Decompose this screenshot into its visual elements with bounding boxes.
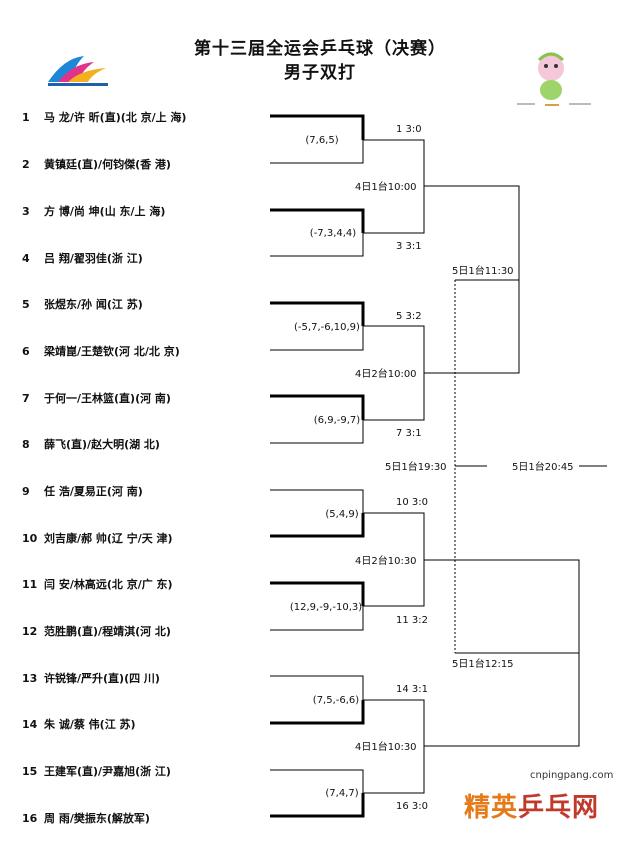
match-schedule: 5日1台11:30 [452, 264, 514, 277]
match-schedule: 4日1台10:00 [355, 180, 417, 193]
page-subtitle: 男子双打 [284, 63, 356, 83]
match-result: 1 3:0 [396, 124, 422, 135]
match-schedule: 5日1台12:15 [452, 657, 514, 670]
match-result: 14 3:1 [396, 684, 428, 695]
semifinal-schedule: 5日1台19:30 [385, 460, 447, 473]
match-score: (7,4,7) [325, 788, 358, 799]
match-result: 5 3:2 [396, 311, 422, 322]
match-result: 10 3:0 [396, 497, 428, 508]
watermark-brand: 精英乒乓网 [464, 793, 600, 823]
match-schedule: 4日2台10:00 [355, 367, 417, 380]
match-schedule: 4日2台10:30 [355, 554, 417, 567]
match-result: 3 3:1 [396, 241, 422, 252]
games-logo [44, 52, 114, 92]
match-result: 7 3:1 [396, 428, 422, 439]
final-schedule: 5日1台20:45 [512, 460, 574, 473]
match-schedule: 4日1台10:30 [355, 740, 417, 753]
match-score: (12,9,-9,-10,3) [290, 602, 362, 613]
mascot-logo [505, 46, 601, 114]
match-score: (-5,7,-6,10,9) [294, 322, 360, 333]
page-title: 第十三届全运会乒乓球（决赛） [194, 39, 446, 59]
match-score: (5,4,9) [325, 509, 358, 520]
match-score: (7,6,5) [305, 135, 338, 146]
match-score: (-7,3,4,4) [310, 228, 356, 239]
match-score: (6,9,-9,7) [314, 415, 360, 426]
match-result: 11 3:2 [396, 615, 428, 626]
match-score: (7,5,-6,6) [313, 695, 359, 706]
watermark-url: cnpingpang.com [530, 770, 614, 781]
match-result: 16 3:0 [396, 801, 428, 812]
